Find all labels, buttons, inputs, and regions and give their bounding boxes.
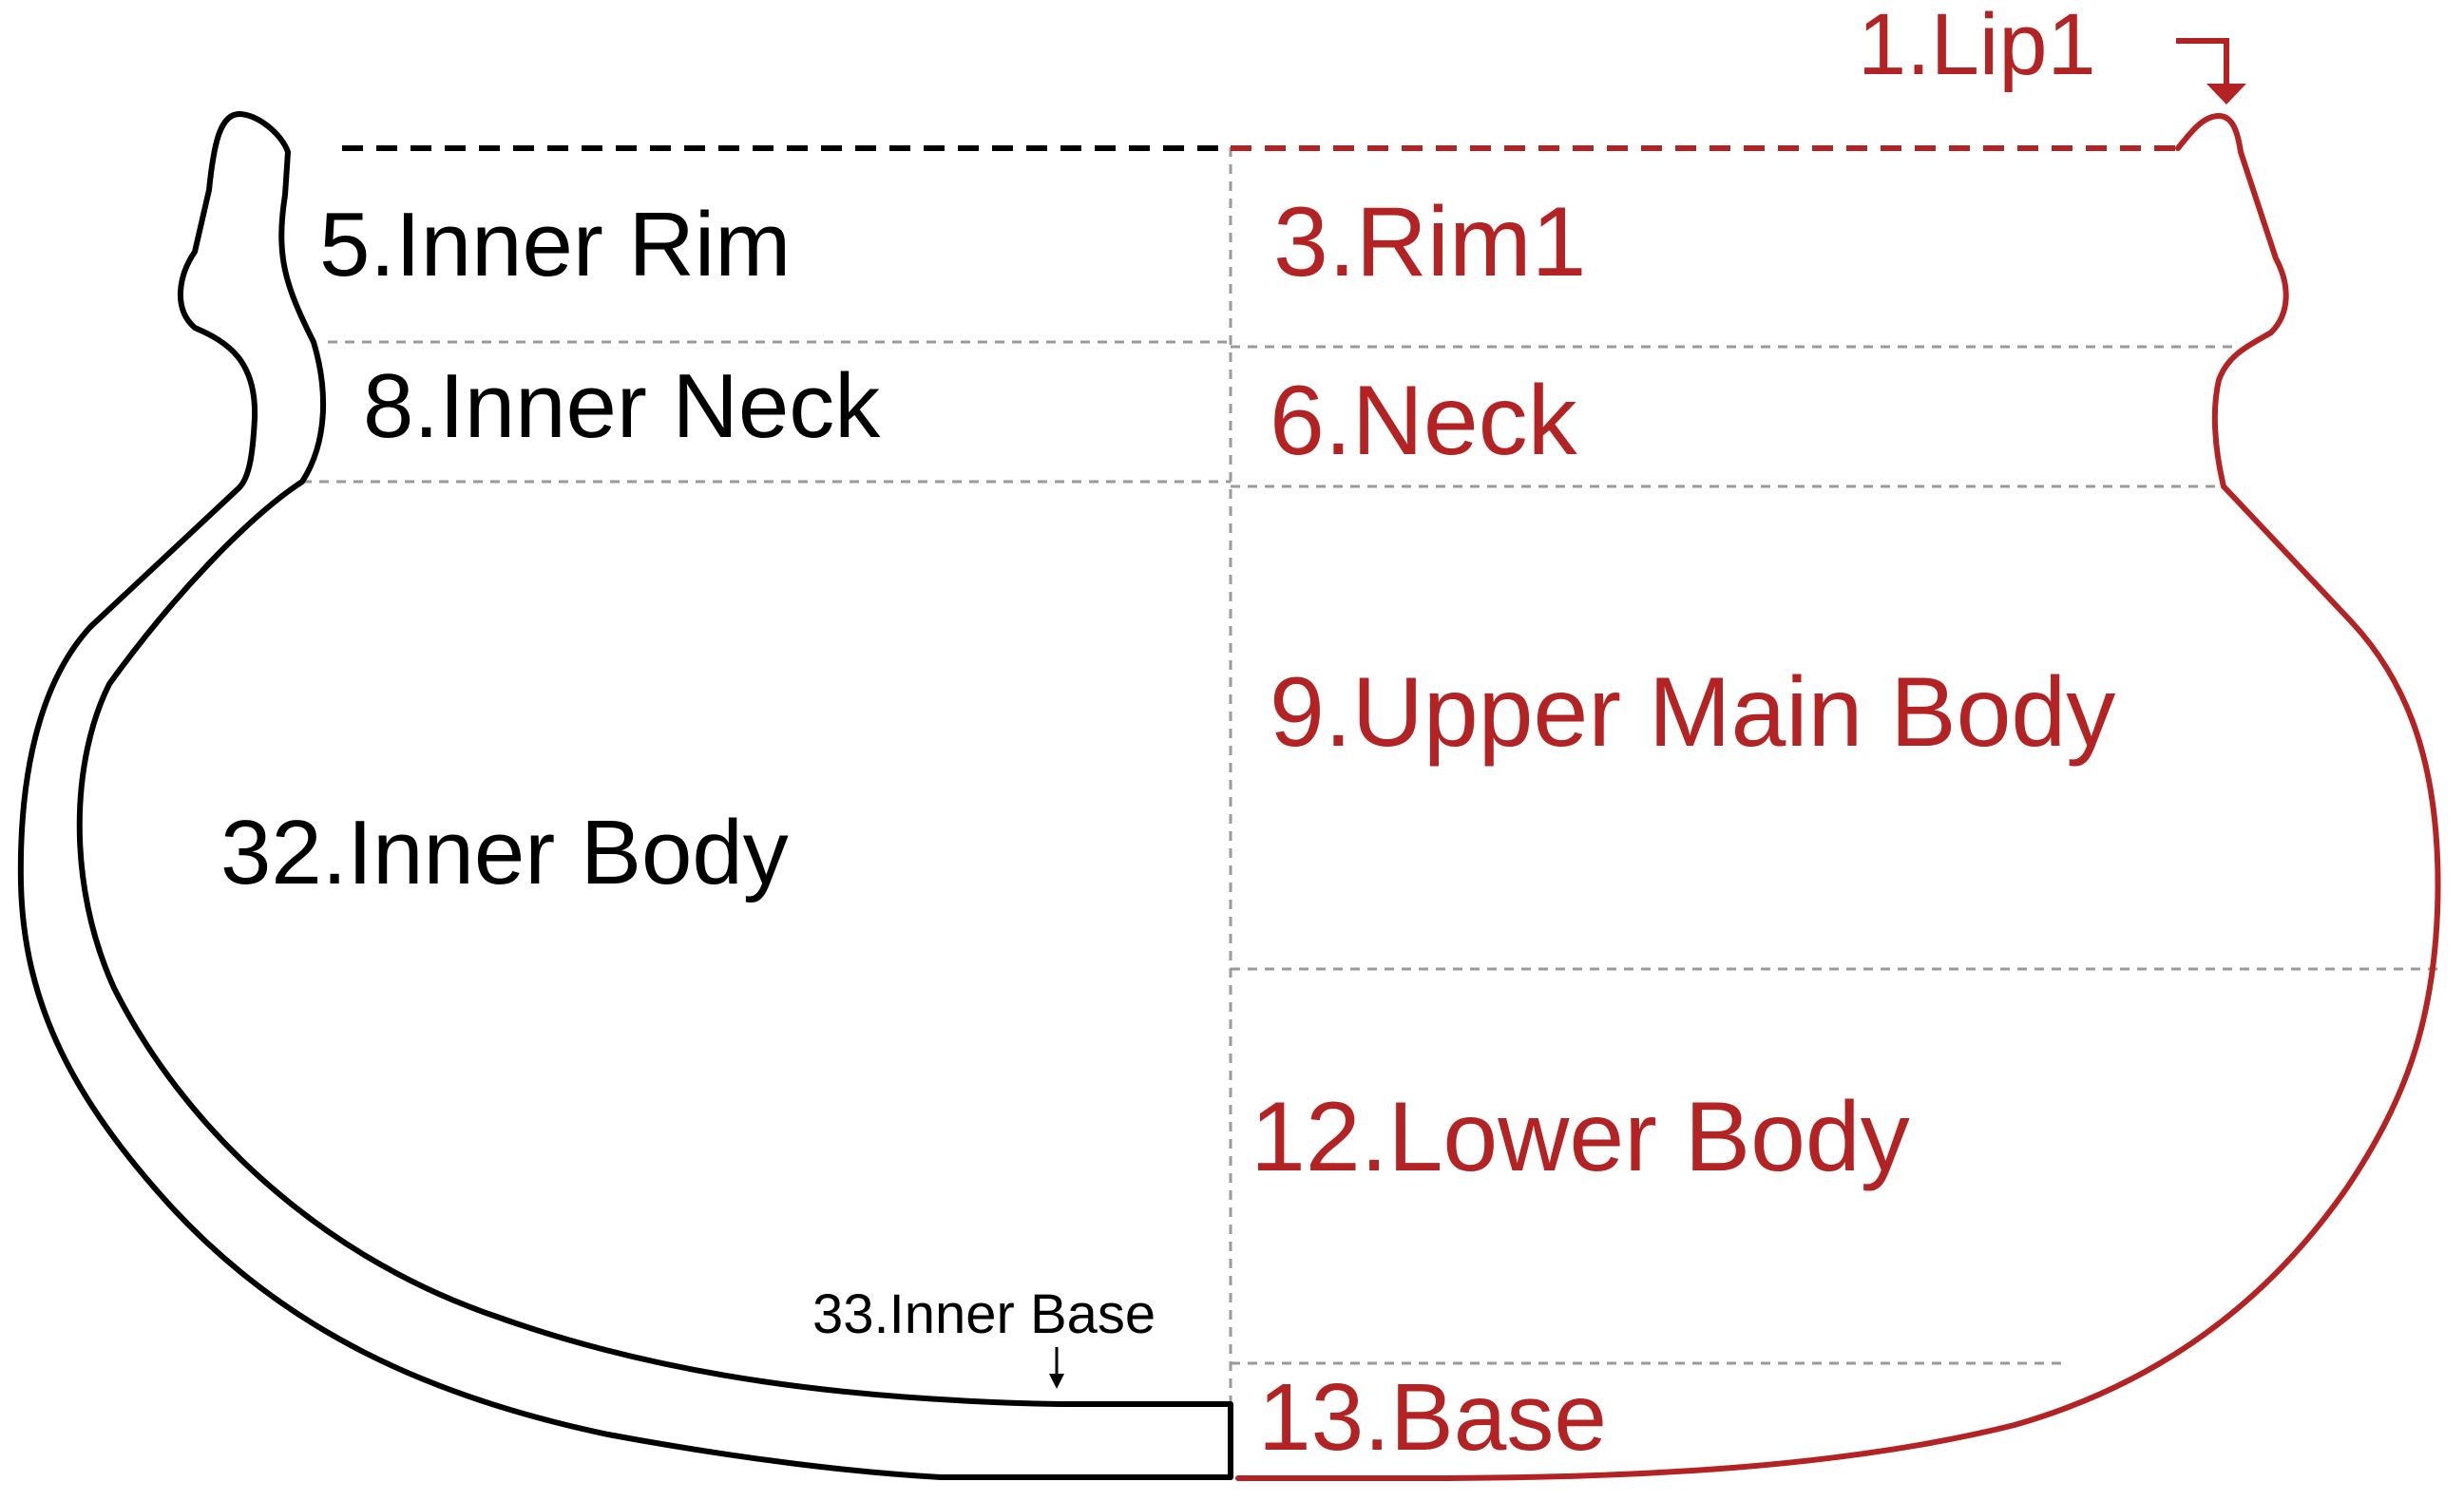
label-upper-main-body: 9.Upper Main Body [1270, 657, 2115, 768]
lip-pointer-arrowhead [2206, 84, 2246, 104]
label-inner-neck: 8.Inner Neck [363, 355, 881, 457]
label-inner-base: 33.Inner Base [812, 1283, 1156, 1345]
label-lower-body: 12.Lower Body [1251, 1082, 1910, 1192]
label-lip: 1.Lip1 [1858, 0, 2096, 93]
label-inner-rim: 5.Inner Rim [319, 194, 791, 295]
outer-profile-outline [1235, 113, 2441, 1481]
inner-base-pointer-arrowhead [1049, 1374, 1064, 1389]
label-rim: 3.Rim1 [1273, 187, 1586, 297]
label-inner-body: 32.Inner Body [220, 802, 789, 903]
label-neck: 6.Neck [1270, 366, 1578, 476]
inner-section-outline [17, 111, 1233, 1480]
lip-pointer-arrow [2176, 38, 2229, 87]
label-base: 13.Base [1258, 1364, 1607, 1471]
